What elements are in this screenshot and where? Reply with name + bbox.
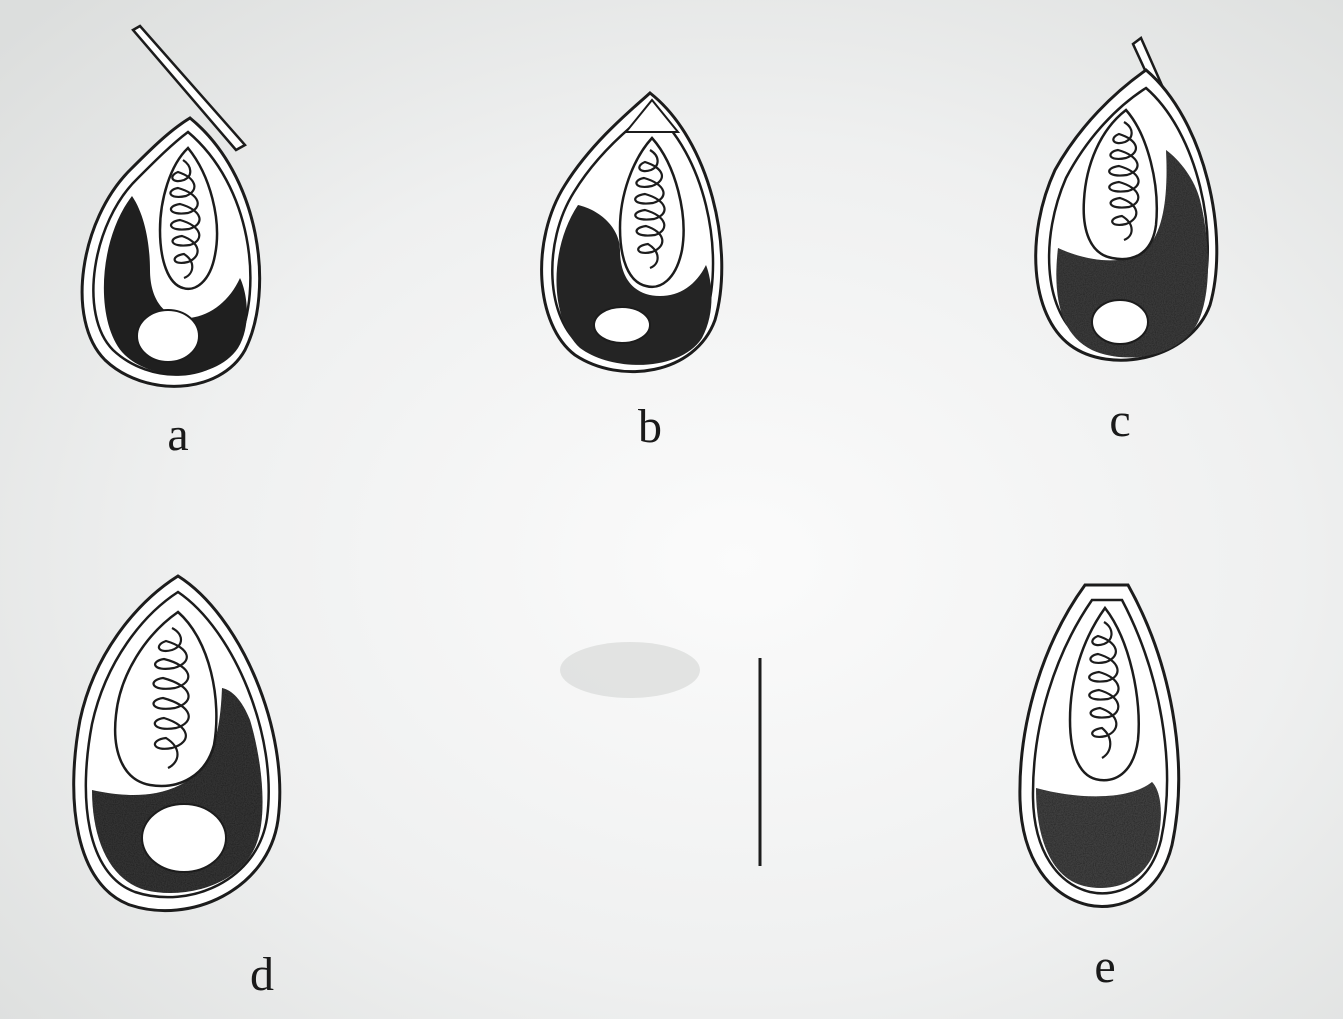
panel-b-vacuole: [594, 307, 650, 343]
paper-smudge: [560, 642, 700, 698]
panel-a-label: a: [167, 408, 188, 461]
panel-d-vacuole: [142, 804, 226, 872]
panel-c-vacuole: [1092, 300, 1148, 344]
panel-b-label: b: [638, 400, 662, 453]
panel-a-vacuole: [137, 310, 199, 362]
panel-e-label: e: [1094, 940, 1115, 993]
panel-c-label: c: [1109, 394, 1130, 447]
panel-d-label: d: [250, 948, 274, 1001]
